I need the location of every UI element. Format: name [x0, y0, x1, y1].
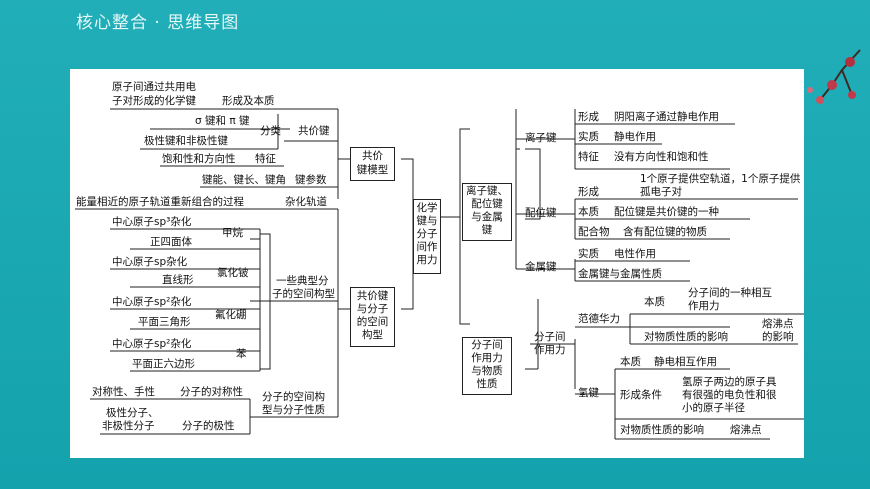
- force-group-line3: 与物质: [471, 365, 503, 377]
- covalent-shape-line2: 与分子: [356, 303, 389, 315]
- hyb-hexagon: 平面正六边形: [132, 358, 195, 370]
- cov-feature: 特征: [255, 153, 276, 165]
- ionic-nature: 静电作用: [614, 131, 656, 143]
- page-title: 核心整合 · 思维导图: [76, 13, 240, 33]
- complex-label: 配合物: [578, 226, 610, 238]
- hyb-benzene: 苯: [236, 348, 247, 360]
- cov-covalent-bond: 共价键: [298, 125, 330, 137]
- hbond-infl-val: 熔沸点: [730, 424, 762, 436]
- covalent-shape-line1: 共价键: [356, 290, 389, 302]
- hbond-cond-3: 小的原子半径: [682, 402, 745, 414]
- vdw-nature-2: 作用力: [688, 300, 720, 312]
- hyb-polarmol-2: 非极性分子: [102, 420, 155, 432]
- hyb-methane: 甲烷: [222, 227, 243, 239]
- cov-form-nature: 形成及本质: [222, 95, 275, 107]
- cov-classify: 分类: [260, 125, 281, 137]
- hyb-def: 能量相近的原子轨道重新组合的过程: [76, 196, 244, 208]
- cov-origin-1: 原子间通过共用电: [112, 81, 196, 93]
- hbond-nature-label: 本质: [620, 356, 641, 368]
- hyb-sp3: 中心原子sp³杂化: [112, 216, 192, 228]
- cov-param-label: 键参数: [295, 174, 327, 186]
- vdw: 范德华力: [578, 313, 620, 325]
- hbond-cond-label: 形成条件: [620, 389, 662, 401]
- vdw-infl-val-1: 熔沸点: [762, 318, 794, 330]
- vdw-infl: 对物质性质的影响: [644, 331, 728, 343]
- plum-branch-decoration: [807, 49, 861, 104]
- center-node-box: [413, 199, 441, 274]
- hbond: 氢键: [578, 387, 599, 399]
- hbond-cond-1: 氢原子两边的原子具: [682, 376, 777, 388]
- hyb-trigonal: 平面三角形: [138, 316, 191, 328]
- center-node-line1: 化学: [416, 202, 438, 214]
- ionic-group-line3: 与金属: [471, 211, 503, 223]
- mind-map-panel: 化学 键与 分子 间作 用力 共价 键模型 共价键 与分子 的空间 构型 离子键…: [70, 69, 804, 458]
- center-node-line3: 分子: [416, 228, 438, 240]
- coord-nature: 配位键是共价键的一种: [614, 206, 719, 218]
- ionic-group-line1: 离子键、: [466, 185, 508, 197]
- ionic-feat: 没有方向性和饱和性: [614, 151, 709, 163]
- cov-params: 键能、键长、键角: [202, 174, 286, 186]
- coord-form-2: 孤电子对: [640, 186, 682, 198]
- hyb-shape-prop-1: 分子的空间构: [262, 391, 325, 403]
- covalent-model-box: [350, 147, 395, 181]
- covalent-shape-line3: 的空间: [356, 316, 389, 328]
- hyb-label: 杂化轨道: [285, 196, 327, 208]
- hyb-sp: 中心原子sp杂化: [112, 256, 188, 268]
- force-group-box: [462, 337, 512, 395]
- center-node-line2: 键与: [416, 215, 438, 227]
- hyb-typical-1: 一些典型分: [276, 275, 329, 287]
- hyb-bf3: 氟化硼: [215, 309, 247, 321]
- coord-nature-label: 本质: [578, 206, 599, 218]
- hbond-infl: 对物质性质的影响: [620, 424, 704, 436]
- metal-prop: 金属键与金属性质: [578, 268, 662, 280]
- hyb-tetra: 正四面体: [150, 236, 192, 248]
- coord-bond: 配位键: [525, 207, 557, 219]
- coord-form-label: 形成: [578, 186, 599, 198]
- hyb-becl: 氯化铍: [217, 267, 249, 279]
- ionic-form-label: 形成: [578, 111, 599, 123]
- covalent-shape-line4: 构型: [362, 329, 383, 341]
- metal-nature-label: 实质: [578, 248, 599, 260]
- force-group-line2: 作用力: [471, 352, 503, 364]
- center-node-line5: 用力: [416, 254, 438, 266]
- force-group-line1: 分子间: [471, 339, 503, 351]
- ionic-bond: 离子键: [525, 132, 557, 144]
- ionic-nature-label: 实质: [578, 131, 599, 143]
- coord-form-1: 1个原子提供空轨道，1个原子提供: [640, 173, 801, 185]
- cov-satur: 饱和性和方向性: [162, 153, 236, 165]
- hyb-sp2b: 中心原子sp²杂化: [112, 338, 192, 350]
- hyb-linear: 直线形: [162, 274, 194, 286]
- hyb-typical-2: 子的空间构型: [272, 288, 335, 300]
- hyb-sym: 对称性、手性: [92, 386, 155, 398]
- ionic-group-line4: 键: [481, 224, 493, 236]
- hbond-nature: 静电相互作用: [654, 356, 717, 368]
- hyb-sym-label: 分子的对称性: [180, 386, 243, 398]
- vdw-infl-val-2: 的影响: [762, 331, 794, 343]
- cov-origin-2: 子对形成的化学键: [112, 95, 196, 107]
- covalent-shape-box: [350, 287, 395, 347]
- mind-map-lines: [75, 108, 804, 440]
- covalent-model-line2: 键模型: [356, 164, 389, 176]
- ionic-group-line2: 配位键: [471, 198, 503, 210]
- covalent-model-line1: 共价: [362, 150, 383, 162]
- cov-sigma-pi: σ 键和 π 键: [195, 115, 250, 127]
- vdw-nature-1: 分子间的一种相互: [688, 287, 772, 299]
- hyb-polar-label: 分子的极性: [182, 420, 235, 432]
- force-inter-2: 作用力: [534, 344, 566, 356]
- cov-polar: 极性键和非极性键: [144, 135, 228, 147]
- metal-nature: 电性作用: [614, 248, 656, 260]
- force-group-line4: 性质: [476, 378, 498, 390]
- vdw-nature-label: 本质: [644, 296, 665, 308]
- ionic-group-box: [462, 183, 512, 241]
- hyb-sp2: 中心原子sp²杂化: [112, 296, 192, 308]
- hyb-polarmol-1: 极性分子、: [106, 407, 159, 419]
- metal-bond: 金属键: [525, 261, 557, 273]
- ionic-feat-label: 特征: [578, 151, 599, 163]
- complex: 含有配位键的物质: [623, 226, 707, 238]
- force-inter-1: 分子间: [534, 331, 566, 343]
- ionic-form: 阴阳离子通过静电作用: [614, 111, 719, 123]
- hbond-cond-2: 有很强的电负性和很: [682, 389, 777, 401]
- hyb-shape-prop-2: 型与分子性质: [262, 404, 325, 416]
- center-node-line4: 间作: [416, 241, 438, 253]
